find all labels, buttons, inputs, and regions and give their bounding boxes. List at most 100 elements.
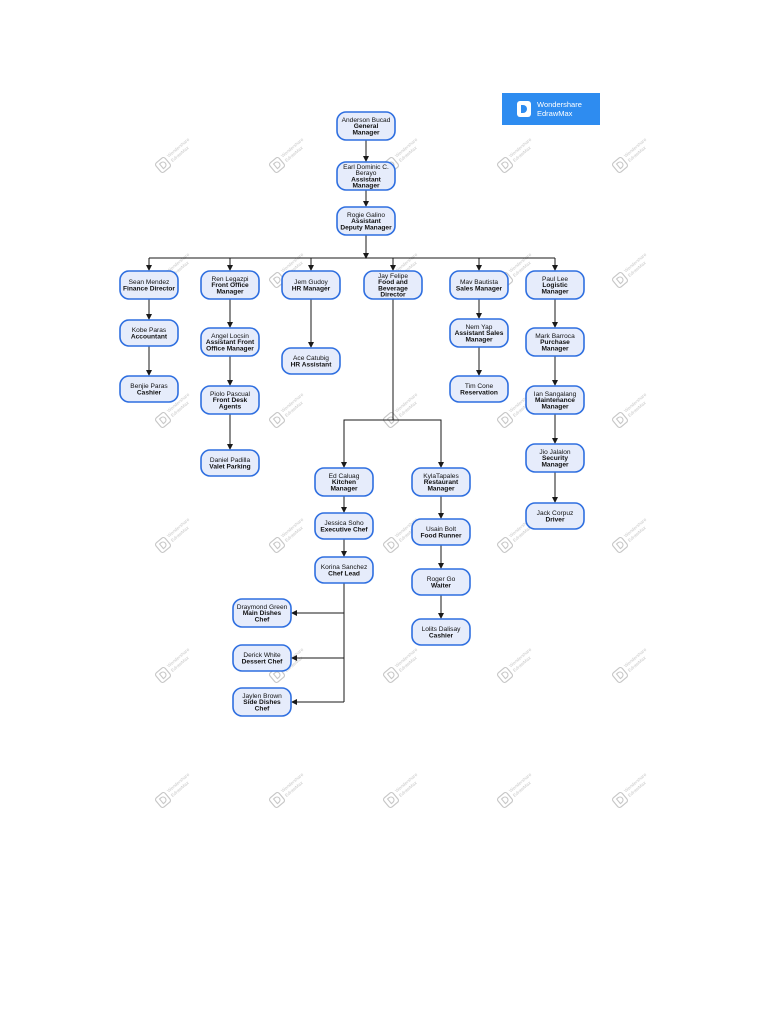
edrawmax-watermark-icon — [496, 666, 514, 684]
node-role: Chef — [255, 705, 270, 712]
node-box — [363, 270, 423, 300]
node-role: Reservation — [460, 389, 498, 396]
node-role: Chef Lead — [328, 570, 360, 577]
node-role: Manager — [352, 129, 380, 136]
node-role: Beverage — [378, 285, 408, 292]
node-name: Tim Cone — [465, 383, 494, 390]
node-box — [314, 467, 374, 497]
node-role: Agents — [219, 403, 242, 410]
node-role: Side Dishes — [243, 699, 281, 706]
node-box — [232, 598, 292, 628]
edrawmax-watermark-icon — [382, 666, 400, 684]
node-name: Angel Locsin — [211, 333, 249, 340]
node-box — [449, 375, 509, 403]
edrawmax-watermark-icon — [611, 156, 629, 174]
node-role: Manager — [427, 485, 455, 492]
node-role: Cashier — [137, 389, 162, 396]
node-role: Manager — [352, 183, 380, 190]
node-role: Valet Parking — [209, 463, 250, 470]
node-role: Assistant Front — [206, 339, 255, 346]
edrawmax-watermark-icon — [268, 411, 286, 429]
node-box — [411, 618, 471, 646]
node-name: Jessica Soho — [324, 520, 364, 527]
node-role: Manager — [541, 461, 569, 468]
node-role: Office Manager — [206, 345, 254, 352]
node-box — [449, 318, 509, 348]
edrawmax-watermark-icon — [154, 791, 172, 809]
node-name: Daniel Padilla — [210, 457, 251, 464]
node-role: Cashier — [429, 632, 454, 639]
node-role: Maintenance — [535, 397, 575, 404]
node-name: Benjie Paras — [130, 383, 168, 390]
node-role: Manager — [541, 403, 569, 410]
node-name: Rogie Galino — [347, 212, 385, 219]
node-box — [314, 556, 374, 584]
node-name: Berayo — [356, 170, 377, 177]
edrawmax-watermark-icon — [496, 536, 514, 554]
edrawmax-brand-badge[interactable]: Wondershare EdrawMax — [502, 93, 600, 125]
node-role: Front Desk — [213, 397, 248, 404]
edrawmax-watermark-icon — [382, 791, 400, 809]
edrawmax-watermark-icon — [382, 536, 400, 554]
node-role: Driver — [545, 516, 564, 523]
node-role: Deputy Manager — [340, 224, 392, 231]
edrawmax-watermark-icon — [496, 411, 514, 429]
node-name: Mark Barroca — [535, 333, 575, 340]
brand-line-2: EdrawMax — [537, 109, 573, 118]
node-role: Sales Manager — [456, 285, 503, 292]
node-box — [200, 385, 260, 415]
node-name: Kobe Paras — [132, 327, 167, 334]
node-role: HR Manager — [292, 285, 331, 292]
edrawmax-watermark-icon — [611, 411, 629, 429]
node-box — [411, 568, 471, 596]
node-role: Manager — [541, 345, 569, 352]
node-role: Front Office — [211, 282, 249, 289]
